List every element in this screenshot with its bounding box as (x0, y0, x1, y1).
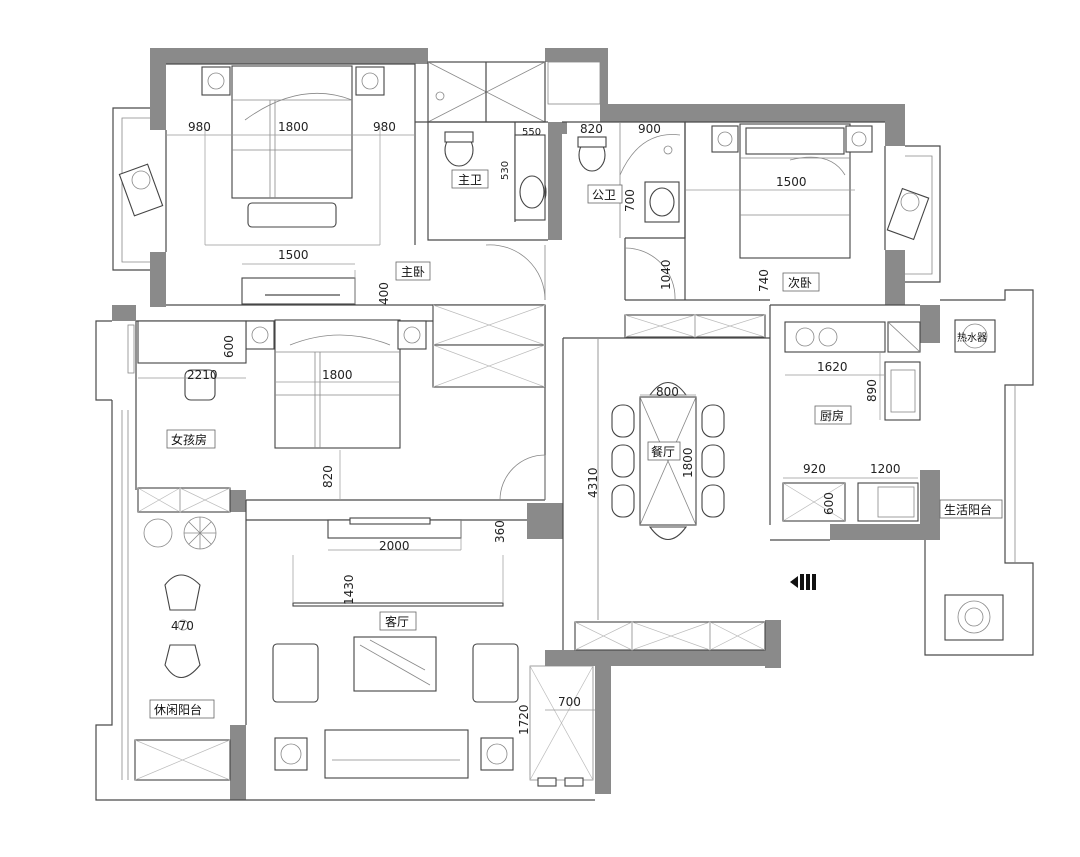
furniture (118, 65, 1004, 779)
dim-pb-820: 820 (580, 122, 603, 136)
sofa (324, 729, 469, 779)
room-second-bedroom: 次卧 (788, 276, 812, 290)
dim-din-table: 800 (656, 385, 679, 399)
dim-pb-900: 900 (638, 122, 661, 136)
dimension-lines (138, 128, 918, 775)
room-public-bath: 公卫 (592, 188, 616, 202)
dim-sb-bed: 1500 (776, 175, 807, 189)
dim-k-1620: 1620 (817, 360, 848, 374)
dim-bath-550: 550 (522, 127, 541, 138)
dim-mb-bed: 1800 (278, 120, 309, 134)
dim-mb-left: 980 (188, 120, 211, 134)
dim-gr-820: 820 (321, 465, 335, 488)
dim-k-600: 600 (822, 492, 836, 515)
coffee-table (353, 636, 437, 692)
dim-k-1200: 1200 (870, 462, 901, 476)
exterior-walls (112, 48, 940, 800)
dim-k-920: 920 (803, 462, 826, 476)
room-labels: 主卧 主卫 公卫 次卧 女孩房 餐厅 厨房 生活阳台 客厅 休闲阳台 热水器 (149, 169, 1003, 719)
master-bed (231, 65, 353, 199)
dim-lr-1720: 1720 (517, 704, 531, 735)
doors (485, 244, 676, 787)
dim-mb-right: 980 (373, 120, 396, 134)
dim-sb-740: 740 (757, 269, 771, 292)
dimension-labels: 980 1800 980 1500 400 550 530 820 900 70… (171, 120, 901, 735)
dim-lr-tv: 2000 (379, 539, 410, 553)
dim-corr-1040: 1040 (659, 259, 673, 290)
room-master-bath: 主卫 (458, 173, 482, 187)
label-water-heater: 热水器 (957, 331, 987, 344)
interior-lines (95, 61, 1034, 801)
dim-lr-1430: 1430 (342, 574, 356, 605)
dim-bath-530: 530 (500, 161, 511, 180)
dim-pb-700: 700 (623, 189, 637, 212)
dim-gr-600: 600 (222, 335, 236, 358)
dim-mb-wardrobe: 1500 (278, 248, 309, 262)
dim-lr-700: 700 (558, 695, 581, 709)
dim-lr-360: 360 (493, 520, 507, 543)
room-kitchen: 厨房 (820, 408, 844, 423)
dim-din-4310: 4310 (586, 467, 600, 498)
dim-din-len: 1800 (681, 447, 695, 478)
room-living-room: 客厅 (385, 614, 409, 629)
room-dining: 餐厅 (651, 444, 675, 459)
dim-gr-desk: 2210 (187, 368, 218, 382)
room-leisure-balcony: 休闲阳台 (154, 702, 202, 717)
dim-gr-bed: 1800 (322, 368, 353, 382)
room-utility-balcony: 生活阳台 (944, 502, 992, 517)
girls-bed (274, 319, 401, 449)
dim-k-890: 890 (865, 379, 879, 402)
entry-arrow-icon (790, 574, 816, 590)
dim-mb-depth: 400 (377, 282, 391, 305)
room-girls-room: 女孩房 (171, 432, 207, 447)
dim-lb-470: 470 (171, 619, 194, 633)
room-master-bedroom: 主卧 (401, 265, 425, 279)
